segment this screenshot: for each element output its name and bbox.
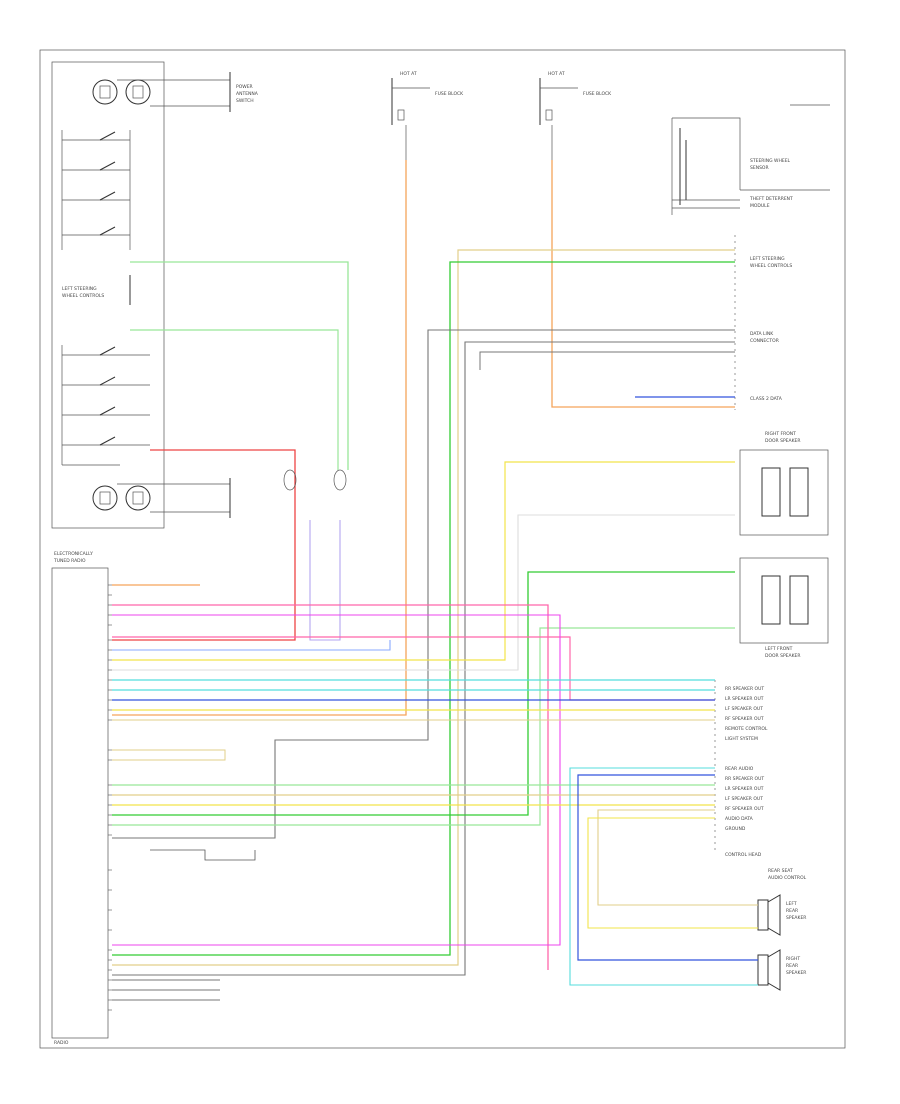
- svg-text:REAR: REAR: [786, 963, 798, 969]
- wire-yellow-rear-spk: [587, 817, 758, 929]
- wire-green-lf: [112, 571, 735, 816]
- lower-antenna-motor: [92, 478, 231, 518]
- svg-text:LIGHT SYSTEM: LIGHT SYSTEM: [725, 736, 758, 742]
- wire-gray-2: [112, 341, 735, 976]
- svg-text:REAR AUDIO: REAR AUDIO: [725, 766, 754, 772]
- wire-tan-rear-spk: [597, 809, 758, 906]
- wire-orange-fuse1: [112, 160, 407, 716]
- svg-text:LEFT: LEFT: [786, 901, 797, 907]
- svg-text:ELECTRONICALLY: ELECTRONICALLY: [54, 551, 93, 557]
- radio-pin-ticks: [108, 584, 112, 1011]
- svg-text:RR SPEAKER OUT: RR SPEAKER OUT: [725, 686, 764, 692]
- wire-light-green-lower: [130, 329, 339, 470]
- svg-text:DOOR SPEAKER: DOOR SPEAKER: [765, 438, 801, 444]
- svg-text:CONNECTOR: CONNECTOR: [750, 338, 779, 344]
- svg-text:THEFT DETERRENT: THEFT DETERRENT: [749, 196, 793, 202]
- wire-white-rf: [112, 514, 735, 671]
- wire-green-top: [112, 261, 735, 956]
- wire-antenna-lower: [150, 849, 256, 861]
- svg-text:LF SPEAKER OUT: LF SPEAKER OUT: [725, 796, 763, 802]
- svg-text:LR SPEAKER OUT: LR SPEAKER OUT: [725, 696, 764, 702]
- wire-cyan-rear-spk: [569, 767, 758, 986]
- svg-text:GROUND: GROUND: [725, 826, 746, 832]
- svg-text:LF SPEAKER OUT: LF SPEAKER OUT: [725, 706, 763, 712]
- svg-text:REAR: REAR: [786, 908, 798, 914]
- svg-text:REMOTE CONTROL: REMOTE CONTROL: [725, 726, 768, 732]
- wire-tan-loop: [112, 749, 226, 761]
- svg-text:AUDIO CONTROL: AUDIO CONTROL: [768, 875, 807, 881]
- svg-text:LEFT FRONT: LEFT FRONT: [765, 646, 793, 652]
- svg-text:CONTROL HEAD: CONTROL HEAD: [725, 852, 762, 858]
- svg-text:ANTENNA: ANTENNA: [236, 91, 259, 97]
- top-antenna-motor: [92, 72, 231, 112]
- svg-text:CLASS 2 DATA: CLASS 2 DATA: [750, 396, 783, 402]
- fuse-block-2: [539, 78, 578, 160]
- svg-text:RADIO: RADIO: [54, 1040, 69, 1046]
- svg-text:LEFT STEERING: LEFT STEERING: [750, 256, 785, 262]
- svg-text:POWER: POWER: [236, 84, 253, 90]
- svg-text:SPEAKER: SPEAKER: [786, 915, 806, 921]
- left-steering-control-box: [51, 61, 165, 529]
- steering-sensor-box: [671, 104, 830, 215]
- fuse-block-1: [391, 78, 430, 160]
- wire-red: [112, 449, 296, 641]
- wire-gray-1: [112, 329, 735, 839]
- right-front-door-speaker: [739, 449, 829, 536]
- wire-gray-3: [479, 351, 735, 370]
- svg-text:LR SPEAKER OUT: LR SPEAKER OUT: [725, 786, 764, 792]
- upper-switch-ladder: [61, 130, 131, 305]
- left-front-door-speaker: [739, 557, 829, 644]
- svg-text:HOT AT: HOT AT: [400, 71, 417, 77]
- wire-blue-rear-spk: [577, 774, 758, 961]
- center-connectors: [283, 469, 347, 491]
- svg-text:LEFT STEERING: LEFT STEERING: [62, 286, 97, 292]
- svg-text:SPEAKER: SPEAKER: [786, 970, 806, 976]
- wire-orange-fuse2: [551, 160, 735, 408]
- diagram-border: [39, 49, 846, 1049]
- svg-text:RF SPEAKER OUT: RF SPEAKER OUT: [725, 716, 764, 722]
- radio-module-box: [51, 567, 109, 1039]
- svg-text:WHEEL CONTROLS: WHEEL CONTROLS: [62, 293, 104, 299]
- svg-text:SWITCH: SWITCH: [236, 98, 254, 104]
- svg-text:RIGHT FRONT: RIGHT FRONT: [765, 431, 796, 437]
- svg-text:FUSE BLOCK: FUSE BLOCK: [583, 91, 612, 97]
- svg-text:MODULE: MODULE: [750, 203, 770, 209]
- svg-text:DATA LINK: DATA LINK: [750, 331, 774, 337]
- svg-text:FUSE BLOCK: FUSE BLOCK: [435, 91, 464, 97]
- wire-light-green-upper: [130, 261, 349, 470]
- svg-text:RR SPEAKER OUT: RR SPEAKER OUT: [725, 776, 764, 782]
- right-rear-speaker: [757, 949, 781, 991]
- svg-text:DOOR SPEAKER: DOOR SPEAKER: [765, 653, 801, 659]
- wire-lavender: [309, 520, 341, 641]
- wire-light-blue: [112, 640, 391, 651]
- wire-yellow-rf: [112, 461, 735, 661]
- svg-text:SENSOR: SENSOR: [750, 165, 769, 171]
- svg-text:RIGHT: RIGHT: [786, 956, 800, 962]
- svg-text:AUDIO DATA: AUDIO DATA: [725, 816, 754, 822]
- wire-pink-upper: [112, 604, 549, 970]
- svg-text:REAR SEAT: REAR SEAT: [768, 868, 793, 874]
- wire-magenta: [112, 614, 561, 946]
- svg-text:TUNED RADIO: TUNED RADIO: [53, 558, 86, 564]
- svg-text:WHEEL CONTROLS: WHEEL CONTROLS: [750, 263, 792, 269]
- left-rear-speaker: [757, 894, 781, 936]
- wire-light-green-lf: [112, 627, 735, 826]
- svg-text:HOT AT: HOT AT: [548, 71, 565, 77]
- svg-text:RF SPEAKER OUT: RF SPEAKER OUT: [725, 806, 764, 812]
- wire-tan-top: [112, 249, 735, 966]
- svg-text:STEERING WHEEL: STEERING WHEEL: [750, 158, 791, 164]
- lower-switch-ladder: [61, 345, 150, 466]
